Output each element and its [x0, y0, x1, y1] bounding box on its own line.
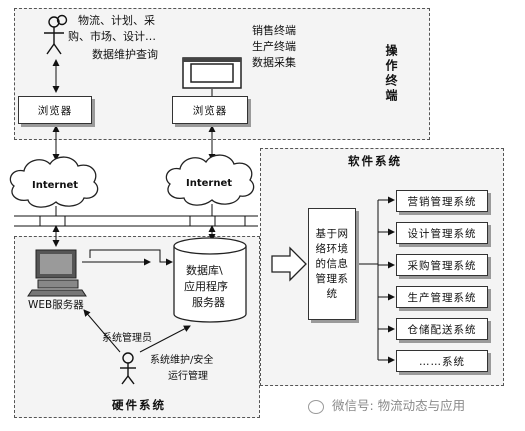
web-server-computer-icon [27, 249, 87, 297]
core-mis-line2: 络环境 [315, 242, 349, 255]
wechat-watermark: 微信号: 物流动态与应用 [308, 399, 465, 414]
module-box-production: 生产管理系统 [396, 286, 488, 308]
internet-label-2: Internet [186, 178, 233, 189]
module-label-design: 设计管理系统 [407, 227, 477, 240]
core-mis-line1: 基于网 [315, 227, 349, 240]
core-mis-line4: 管理系 [315, 272, 349, 285]
browser-box-2: 浏览器 [172, 96, 248, 124]
terminal-types-line1: 销售终端 [252, 24, 296, 37]
module-box-design: 设计管理系统 [396, 222, 488, 244]
module-box-warehouse: 仓储配送系统 [396, 318, 488, 340]
db-label-line3: 服务器 [192, 296, 225, 309]
admin-person-icon [120, 352, 136, 385]
module-label-production: 生产管理系统 [407, 291, 477, 304]
module-label-warehouse: 仓储配送系统 [407, 323, 477, 336]
terminal-types-line3: 数据采集 [252, 56, 296, 69]
maintenance-label-line1: 系统维护/安全 [150, 355, 214, 366]
wechat-icon [308, 399, 324, 414]
user-roles-line1: 物流、计划、采 [78, 14, 155, 27]
internet-cloud-1 [9, 156, 99, 208]
user-roles-line2: 购、市场、设计… [68, 30, 156, 43]
user-person-icon [44, 14, 68, 55]
hardware-system-title: 硬件系统 [112, 398, 166, 412]
web-server-label: WEB服务器 [28, 299, 84, 311]
hollow-arrow-icon [271, 246, 307, 282]
browser-label-1: 浏览器 [37, 104, 73, 117]
module-label-marketing: 营销管理系统 [407, 195, 477, 208]
software-system-title: 软件系统 [348, 154, 402, 168]
maintenance-label-line2: 运行管理 [168, 371, 208, 382]
db-label-line1: 数据库\ [186, 264, 223, 277]
core-mis-line3: 的信息 [315, 257, 349, 270]
browser-box-1: 浏览器 [18, 96, 92, 124]
terminal-types-line2: 生产终端 [252, 40, 296, 53]
module-label-procurement: 采购管理系统 [407, 259, 477, 272]
module-box-marketing: 营销管理系统 [396, 190, 488, 212]
browser-label-2: 浏览器 [192, 104, 228, 117]
user-roles-line3: 数据维护查询 [92, 48, 158, 61]
module-box-other: ……系统 [396, 350, 488, 372]
operation-terminal-title: 操作终端 [384, 44, 398, 104]
internet-label-1: Internet [32, 180, 79, 191]
module-box-procurement: 采购管理系统 [396, 254, 488, 276]
wechat-watermark-text: 微信号: 物流动态与应用 [331, 398, 466, 413]
sysadmin-label: 系统管理员 [102, 333, 152, 344]
internet-cloud-2 [165, 154, 255, 206]
module-label-other: ……系统 [419, 355, 465, 368]
db-label-line2: 应用程序 [184, 280, 228, 293]
core-mis-line5: 统 [326, 287, 338, 300]
core-mis-box: 基于网 络环境 的信息 管理系 统 [308, 208, 356, 320]
database-cylinder-icon [173, 237, 247, 323]
terminal-monitor-icon [182, 57, 242, 89]
